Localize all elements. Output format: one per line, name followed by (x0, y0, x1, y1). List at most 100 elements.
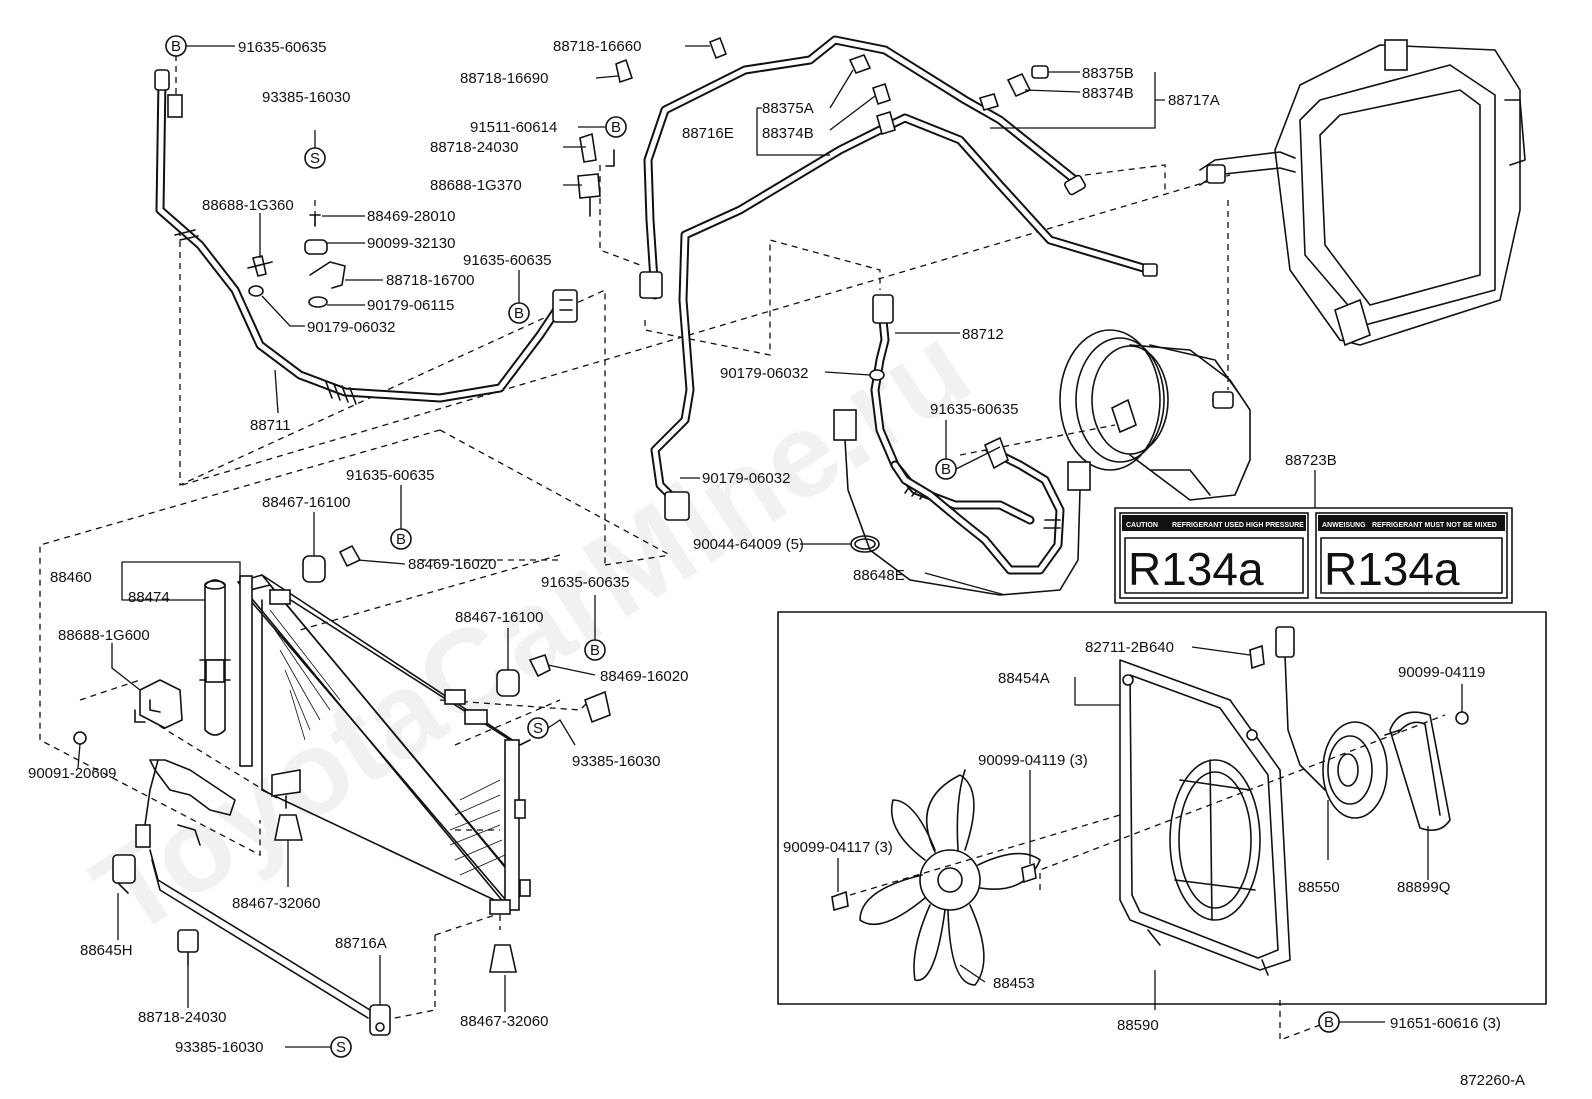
label-88718-16690: 88718-16690 (460, 70, 548, 87)
label-88717A: 88717A (1168, 92, 1220, 109)
label-88453: 88453 (993, 975, 1035, 992)
label-88467-16100: 88467-16100 (455, 609, 543, 626)
label-88374B: 88374B (1082, 85, 1134, 102)
svg-text:B: B (1324, 1014, 1334, 1031)
compressor (1059, 329, 1251, 501)
svg-text:B: B (396, 531, 406, 548)
label-90179-06115: 90179-06115 (367, 297, 454, 314)
marker-b: B (1318, 1011, 1340, 1033)
label-88375A: 88375A (762, 100, 814, 117)
caution-head-left-1: CAUTION (1126, 522, 1158, 529)
label-93385-16030: 93385-16030 (572, 753, 660, 770)
label-88467-32060: 88467-32060 (460, 1013, 548, 1030)
label-88718-24030: 88718-24030 (138, 1009, 226, 1026)
svg-text:S: S (533, 720, 543, 737)
label-88645H: 88645H (80, 942, 133, 959)
label-88375B: 88375B (1082, 65, 1134, 82)
label-90099-04119: 90099-04119 (1398, 664, 1485, 681)
marker-s: S (330, 1036, 352, 1058)
label-90179-06032: 90179-06032 (720, 365, 808, 382)
suction-hose-88712 (869, 294, 1035, 525)
small-fasteners-upper-left (247, 214, 346, 308)
svg-text:B: B (590, 642, 600, 659)
label-90044-64009: 90044-64009 (5) (693, 536, 804, 553)
label-88712: 88712 (962, 326, 1004, 343)
marker-b: B (165, 35, 187, 57)
pressure-switch-88645H (112, 759, 236, 894)
marker-s: S (304, 147, 326, 169)
caution-head-right-2: REFRIGERANT MUST NOT BE MIXED (1372, 522, 1497, 529)
svg-text:B: B (171, 38, 181, 55)
label-88723B: 88723B (1285, 452, 1337, 469)
discharge-hose-88711 (154, 69, 578, 405)
label-91511-60614: 91511-60614 (470, 119, 557, 136)
marker-s: S (527, 717, 549, 739)
fan-shroud-88454A (1119, 659, 1291, 976)
marker-b: B (390, 528, 412, 550)
label-88688-1G370: 88688-1G370 (430, 177, 522, 194)
label-88711: 88711 (250, 417, 291, 434)
label-88460: 88460 (50, 569, 92, 586)
label-88716E: 88716E (682, 125, 734, 142)
label-88899Q: 88899Q (1397, 879, 1450, 896)
label-91651-60616: 91651-60616 (3) (1390, 1015, 1501, 1032)
label-93385-16030: 93385-16030 (175, 1039, 263, 1056)
caution-head-right-1: ANWEISUNG (1322, 522, 1366, 529)
caution-code-right: R134a (1324, 543, 1460, 595)
label-88648E: 88648E (853, 567, 905, 584)
marker-b: B (935, 458, 957, 480)
condenser-mounts (274, 544, 611, 973)
part-labels: 91635-60635 93385-16030 88688-1G360 8846… (28, 38, 1525, 1089)
marker-b: B (605, 116, 627, 138)
label-90179-06032: 90179-06032 (307, 319, 395, 336)
label-90099-32130: 90099-32130 (367, 235, 455, 252)
label-88718-24030: 88718-24030 (430, 139, 518, 156)
caution-head-left-2: REFRIGERANT USED HIGH PRESSURE (1172, 522, 1304, 529)
label-88718-16700: 88718-16700 (386, 272, 474, 289)
fan-assembly-box (777, 611, 1547, 1005)
dashed-assembly-lines (39, 55, 1446, 1041)
label-88474: 88474 (128, 589, 170, 606)
svg-text:S: S (336, 1039, 346, 1056)
label-88469-28010: 88469-28010 (367, 208, 455, 225)
label-88550: 88550 (1298, 879, 1340, 896)
label-88374B: 88374B (762, 125, 814, 142)
label-88467-16100: 88467-16100 (262, 494, 350, 511)
label-91635-60635: 91635-60635 (463, 252, 551, 269)
label-88688-1G360: 88688-1G360 (202, 197, 294, 214)
service-valve-caps (978, 65, 1049, 111)
watermark: ToyotaCarMine.ru (71, 299, 992, 962)
svg-text:B: B (941, 461, 951, 478)
tube-88716A (149, 849, 391, 1036)
fan-88453 (859, 769, 1041, 986)
label-88688-1G600: 88688-1G600 (58, 627, 150, 644)
bracket-88688-1G600 (73, 679, 183, 745)
caution-code-left: R134a (1128, 543, 1264, 595)
svg-text:B: B (514, 305, 524, 322)
label-diagram-number: 872260-A (1460, 1072, 1525, 1089)
label-91635-60635: 91635-60635 (346, 467, 434, 484)
label-90091-20609: 90091-20609 (28, 765, 116, 782)
connector-88718-24030 (177, 929, 199, 966)
label-88716A: 88716A (335, 935, 387, 952)
label-88590: 88590 (1117, 1017, 1159, 1034)
label-82711-2B640: 82711-2B640 (1085, 639, 1174, 656)
label-90099-04117-3: 90099-04117 (3) (783, 839, 893, 856)
label-91635-60635: 91635-60635 (541, 574, 629, 591)
label-88454A: 88454A (998, 670, 1050, 687)
label-88718-16660: 88718-16660 (553, 38, 641, 55)
label-90179-06032: 90179-06032 (702, 470, 790, 487)
label-88469-16020: 88469-16020 (600, 668, 688, 685)
svg-text:S: S (310, 150, 320, 167)
marker-b: B (508, 302, 530, 324)
receiver-88474 (199, 579, 231, 736)
condenser-88460 (237, 574, 531, 915)
label-91635-60635: 91635-60635 (930, 401, 1018, 418)
evaporator-unit (1199, 39, 1526, 347)
label-88469-16020: 88469-16020 (408, 556, 496, 573)
fan-screws (831, 644, 1265, 912)
svg-text:B: B (611, 119, 621, 136)
fan-motor-88550 (1275, 626, 1401, 819)
marker-b: B (584, 639, 606, 661)
